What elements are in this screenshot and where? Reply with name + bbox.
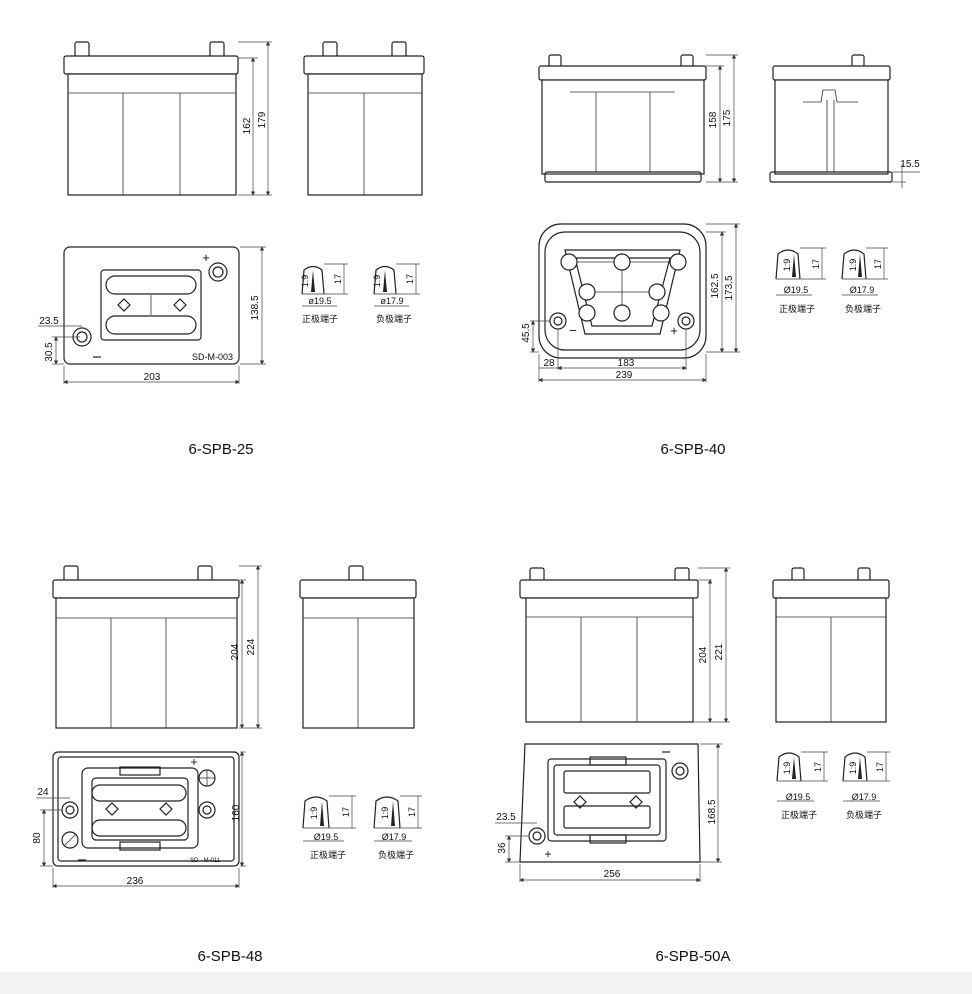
- terminal-negative-spb48: 1:9 17 Ø17.9 负极端子: [373, 795, 422, 860]
- dim-term-offset-x: 28: [543, 358, 555, 369]
- front-view-spb40: [538, 54, 707, 183]
- dim-term-offset-x: 23.5: [496, 812, 516, 823]
- dim-height-case: 204: [698, 646, 709, 663]
- term-dia: ø17.9: [380, 296, 403, 306]
- top-view-spb48: + SD · M-011: [52, 751, 240, 867]
- front-view-spb48: [52, 565, 240, 729]
- dim-term-offset-y: 30.5: [44, 342, 55, 362]
- term-dia: Ø19.5: [786, 792, 811, 802]
- front-view-spb50a: [519, 567, 699, 723]
- model-title: 6-SPB-25: [188, 441, 253, 458]
- term-height: 1:9: [309, 807, 319, 820]
- terminal-positive-spb48: 1:9 17 Ø19.5 正极端子: [302, 795, 356, 860]
- footer-strip: [0, 972, 972, 994]
- dim-length: 239: [616, 370, 633, 381]
- term-label: 负极端子: [378, 849, 414, 860]
- plus-symbol: +: [544, 847, 551, 861]
- term-dia: Ø17.9: [852, 792, 877, 802]
- dim-term-offset-y: 80: [32, 832, 43, 844]
- side-view-spb40: [769, 54, 893, 183]
- term-dia: Ø17.9: [382, 832, 407, 842]
- term-depth: 17: [341, 807, 351, 817]
- side-view-spb48: [299, 565, 417, 729]
- term-depth: 17: [407, 807, 417, 817]
- dim-term-offset-x: 24: [37, 787, 49, 798]
- term-depth: 17: [811, 259, 821, 269]
- term-dia: Ø17.9: [850, 285, 875, 295]
- term-label: 正极端子: [302, 313, 338, 324]
- term-label: 负极端子: [376, 313, 412, 324]
- term-depth: 17: [875, 762, 885, 772]
- dim-height-case: 158: [708, 111, 719, 128]
- dim-length: 256: [604, 869, 621, 880]
- dim-height-case: 204: [230, 643, 241, 660]
- dim-width: 138.5: [250, 295, 261, 320]
- model-6-spb-50a: 204 221 +: [495, 567, 890, 965]
- dim-height-total: 224: [246, 638, 257, 655]
- term-depth: 17: [333, 274, 343, 284]
- model-title: 6-SPB-50A: [655, 948, 730, 965]
- model-title: 6-SPB-48: [197, 948, 262, 965]
- term-dia: Ø19.5: [314, 832, 339, 842]
- dim-width-inner: 162.5: [710, 273, 721, 298]
- dim-width: 168.5: [707, 799, 718, 824]
- model-title: 6-SPB-40: [660, 441, 725, 458]
- dim-height-total: 179: [257, 111, 268, 128]
- top-view-spb25: + SD-M-003: [63, 246, 240, 365]
- side-view-spb50a: [772, 567, 890, 723]
- term-height: 1:9: [300, 275, 310, 288]
- dim-width: 173.5: [724, 275, 735, 300]
- dim-term-spacing: 183: [618, 358, 635, 369]
- term-dia: ø19.5: [308, 296, 331, 306]
- term-dia: Ø19.5: [784, 285, 809, 295]
- term-height: 1:9: [848, 259, 858, 272]
- terminal-negative-spb50a: 1:9 17 Ø17.9 负极端子: [842, 751, 890, 820]
- dim-length: 236: [127, 876, 144, 887]
- terminal-positive-spb40: 1:9 17 Ø19.5 正极端子: [775, 247, 826, 314]
- dim-height-total: 221: [714, 643, 725, 660]
- top-view-spb40: − +: [538, 223, 707, 359]
- term-label: 负极端子: [845, 303, 881, 314]
- terminal-positive-spb25: 1:9 17 ø19.5 正极端子: [300, 263, 348, 324]
- term-height: 1:9: [380, 807, 390, 820]
- term-depth: 17: [813, 762, 823, 772]
- dim-length: 203: [144, 372, 161, 383]
- side-view-spb25: [303, 41, 425, 196]
- plate-code-spb48: SD · M-011: [190, 858, 221, 864]
- minus-symbol: −: [569, 323, 577, 338]
- model-6-spb-48: 204 224: [32, 565, 422, 965]
- plus-symbol: +: [190, 755, 197, 769]
- dim-height-total: 175: [722, 109, 733, 126]
- term-height: 1:9: [782, 259, 792, 272]
- term-height: 1:9: [782, 762, 792, 775]
- dim-lip: 15.5: [900, 159, 920, 170]
- term-label: 正极端子: [781, 809, 817, 820]
- term-depth: 17: [405, 274, 415, 284]
- term-label: 正极端子: [779, 303, 815, 314]
- dim-width: 160: [231, 804, 242, 821]
- term-depth: 17: [873, 259, 883, 269]
- model-6-spb-40: 158 175 15.5: [521, 54, 920, 458]
- dim-term-offset-y: 36: [497, 842, 508, 854]
- terminal-negative-spb40: 1:9 17 Ø17.9 负极端子: [841, 247, 888, 314]
- dim-height-case: 162: [242, 117, 253, 134]
- term-label: 负极端子: [846, 809, 882, 820]
- terminal-negative-spb25: 1:9 17 ø17.9 负极端子: [372, 263, 420, 324]
- dim-term-offset-x: 23.5: [39, 316, 59, 327]
- term-height: 1:9: [372, 275, 382, 288]
- plate-code-spb25: SD-M-003: [192, 352, 233, 362]
- terminal-positive-spb50a: 1:9 17 Ø19.5 正极端子: [776, 751, 828, 820]
- plus-symbol: +: [670, 323, 678, 338]
- term-label: 正极端子: [310, 849, 346, 860]
- dim-term-offset-y: 45.5: [521, 323, 532, 343]
- front-view-spb25: [63, 41, 239, 196]
- term-height: 1:9: [848, 762, 858, 775]
- plus-symbol: +: [202, 250, 210, 265]
- top-view-spb50a: +: [519, 743, 701, 863]
- model-6-spb-25: 162 179 + SD-M-003: [38, 41, 425, 458]
